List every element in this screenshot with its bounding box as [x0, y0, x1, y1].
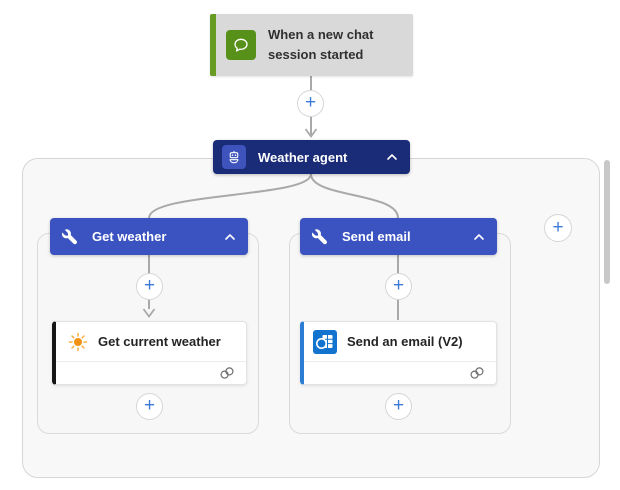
- branch-title: Send email: [342, 229, 411, 244]
- chevron-up-icon[interactable]: [385, 150, 399, 164]
- plus-icon: +: [552, 216, 564, 238]
- action-title: Send an email (V2): [347, 334, 463, 349]
- branch-header-send-email[interactable]: Send email: [300, 218, 497, 255]
- vertical-scrollbar-thumb[interactable]: [604, 160, 610, 284]
- branch-header-get-weather[interactable]: Get weather: [50, 218, 248, 255]
- plus-icon: +: [392, 275, 405, 296]
- add-action-button-send-email[interactable]: +: [385, 393, 412, 420]
- connection-rings-icon: [220, 367, 234, 379]
- trigger-title: When a new chat session started: [268, 27, 374, 62]
- action-card-send-an-email-v2[interactable]: Send an email (V2): [300, 321, 497, 385]
- agent-title: Weather agent: [258, 149, 348, 165]
- chevron-up-icon[interactable]: [223, 230, 237, 244]
- trigger-card[interactable]: When a new chat session started: [210, 14, 413, 76]
- wrench-icon: [312, 228, 327, 244]
- sun-icon: [68, 332, 88, 351]
- branch-title: Get weather: [92, 229, 167, 244]
- insert-step-button-top[interactable]: +: [297, 90, 324, 117]
- insert-step-button-send-email[interactable]: +: [385, 273, 412, 300]
- connection-rings-icon: [470, 367, 484, 379]
- wrench-icon: [62, 228, 77, 244]
- plus-icon: +: [304, 92, 317, 113]
- chevron-up-icon[interactable]: [472, 230, 486, 244]
- outlook-icon: [313, 329, 337, 354]
- add-action-button-get-weather[interactable]: +: [136, 393, 163, 420]
- bot-icon: [222, 145, 246, 169]
- arrowhead-agent: [304, 128, 318, 139]
- plus-icon: +: [392, 395, 405, 416]
- agent-card[interactable]: Weather agent: [213, 140, 410, 174]
- plus-icon: +: [143, 395, 156, 416]
- action-card-get-current-weather[interactable]: Get current weather: [52, 321, 247, 385]
- plus-icon: +: [143, 275, 156, 296]
- add-branch-button[interactable]: +: [544, 214, 572, 242]
- action-title: Get current weather: [98, 334, 221, 349]
- chat-bubble-icon: [226, 30, 256, 60]
- insert-step-button-get-weather[interactable]: +: [136, 273, 163, 300]
